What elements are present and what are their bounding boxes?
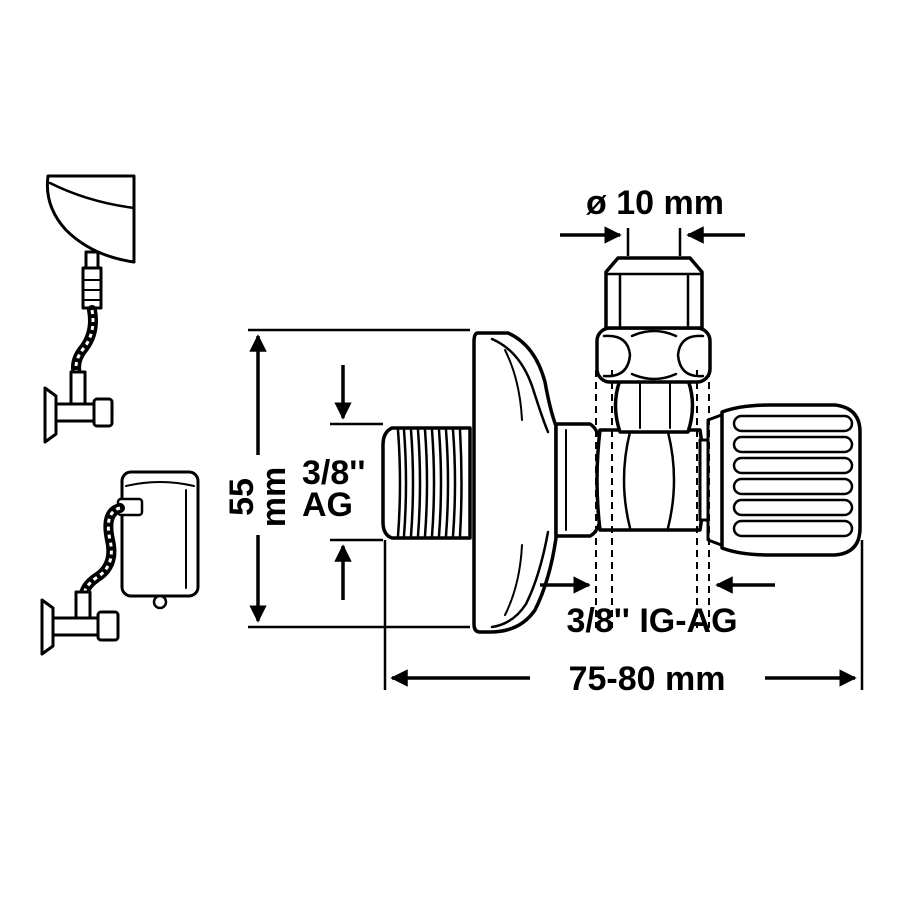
wall-rosette bbox=[472, 331, 558, 634]
valve-body-center bbox=[595, 428, 706, 532]
heater-valve-rosette bbox=[40, 598, 55, 656]
washbasin-rim bbox=[48, 181, 136, 210]
washbasin bbox=[45, 174, 136, 264]
valve-body-center-facets bbox=[622, 430, 676, 530]
hose-fitting-top bbox=[81, 266, 103, 310]
heater-valve-body bbox=[51, 616, 103, 637]
outlet-neck bbox=[613, 378, 695, 434]
hose-fitting-rings bbox=[82, 279, 102, 301]
washbasin-connection-icon bbox=[43, 174, 136, 444]
inlet-thread-dimension: 3/8'' AG bbox=[302, 365, 383, 600]
knob-rib bbox=[732, 435, 854, 454]
diameter-label: ø 10 mm bbox=[586, 184, 724, 222]
heater-valve-knob bbox=[96, 610, 120, 642]
hex-nut-facets bbox=[602, 329, 705, 381]
knob-rib bbox=[732, 498, 854, 517]
knob-rib bbox=[732, 414, 854, 433]
top-fitting-shade bbox=[604, 272, 704, 328]
basin-drain bbox=[84, 250, 100, 270]
rosette-shading bbox=[490, 337, 550, 629]
diameter-dimension: ø 10 mm bbox=[560, 184, 745, 256]
inlet-thread-label-2: AG bbox=[302, 486, 353, 524]
small-valve-knob bbox=[92, 397, 114, 428]
small-valve-body bbox=[54, 402, 98, 423]
water-heater-top-edge bbox=[125, 481, 195, 487]
outlet-neck-shade bbox=[639, 383, 671, 429]
knob-ribs bbox=[732, 414, 854, 538]
top-compression-fitting bbox=[604, 256, 704, 330]
knob-rib bbox=[732, 477, 854, 496]
small-valve-stem bbox=[69, 370, 87, 408]
height-unit-label: mm bbox=[255, 467, 293, 527]
rosette-highlight bbox=[504, 349, 523, 616]
water-heater-connection-icon bbox=[40, 470, 200, 656]
inlet-thread-label-1: 3/8'' bbox=[302, 454, 365, 492]
height-extension-lines bbox=[248, 328, 470, 629]
knob-rib bbox=[732, 456, 854, 475]
diameter-ticks bbox=[626, 228, 682, 256]
angle-valve-icon bbox=[381, 256, 862, 634]
outlet-thread-label: 3/8'' IG-AG bbox=[566, 602, 737, 640]
knob-rib bbox=[732, 519, 854, 538]
flex-hose bbox=[71, 305, 98, 383]
height-dimension: 55 mm bbox=[223, 328, 470, 629]
length-label: 75-80 mm bbox=[569, 660, 726, 698]
inlet-thread-grooves bbox=[396, 428, 463, 538]
height-value-label: 55 bbox=[223, 478, 261, 516]
outlet-thread-dimension: 3/8'' IG-AG bbox=[540, 370, 775, 640]
length-extension-lines bbox=[383, 540, 864, 690]
small-valve-rosette bbox=[43, 386, 58, 444]
heater-hose-pattern bbox=[82, 506, 121, 601]
water-heater-outlet bbox=[152, 594, 168, 610]
inlet-extension-lines bbox=[330, 422, 383, 542]
length-dimension: 75-80 mm bbox=[383, 540, 864, 698]
